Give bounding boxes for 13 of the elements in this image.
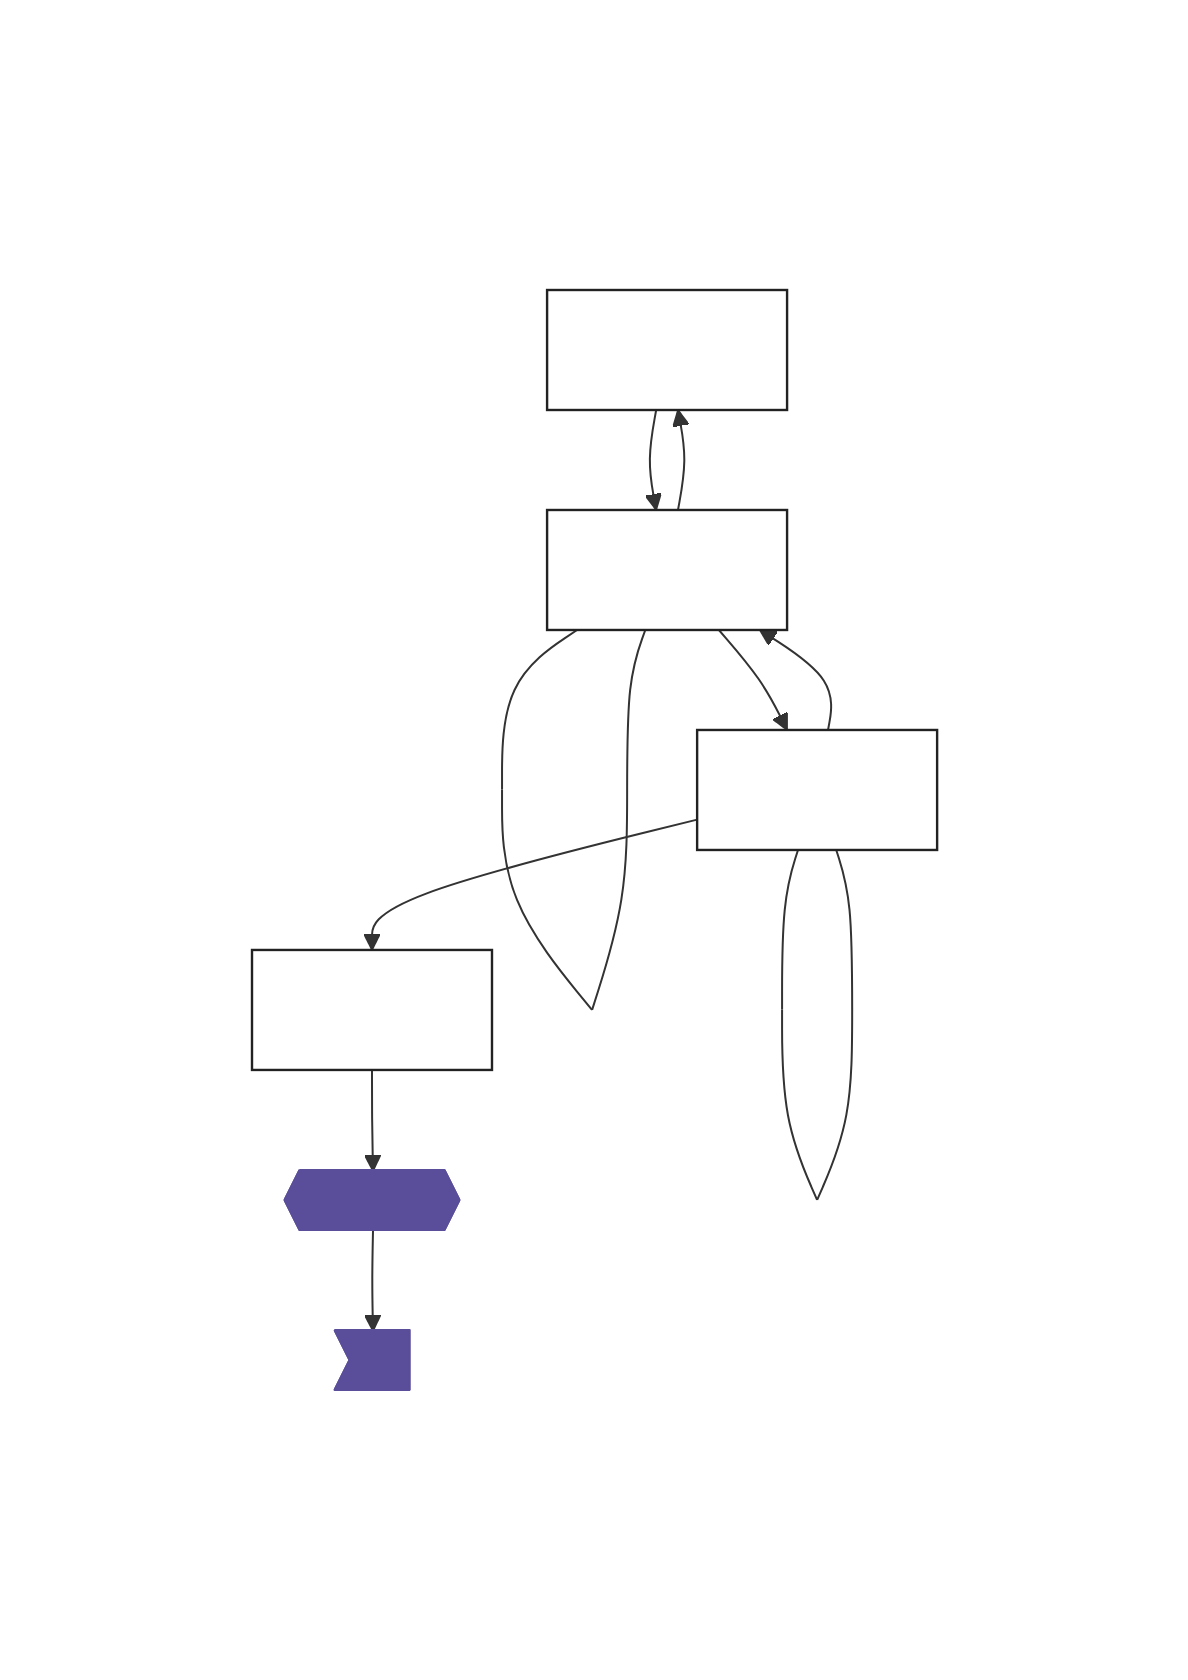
arrow (671, 409, 689, 511)
arrow (758, 629, 832, 731)
node-box (545, 288, 788, 412)
arrow (644, 409, 662, 511)
arrow (717, 629, 788, 731)
connector (500, 629, 646, 1011)
node-box (545, 508, 788, 632)
connector (780, 849, 853, 1201)
arrow (362, 818, 698, 951)
node-box (695, 728, 938, 852)
arrow (363, 1069, 381, 1172)
arrow (363, 1230, 381, 1332)
node-box (250, 948, 493, 1072)
